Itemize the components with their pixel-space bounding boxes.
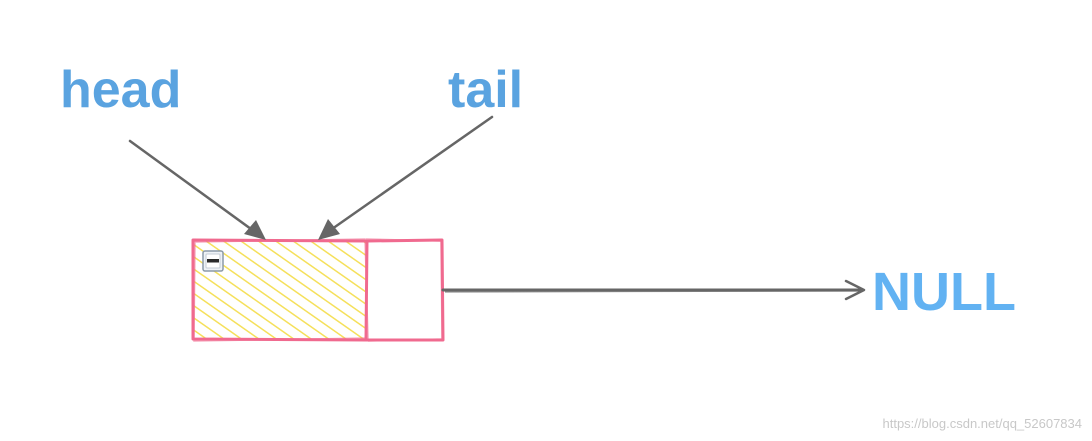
head-label: head (60, 61, 182, 119)
null-label: NULL (872, 262, 1016, 322)
watermark: https://blog.csdn.net/qq_52607834 (882, 416, 1083, 431)
node-next-cell (365, 238, 445, 342)
minus-icon[interactable] (202, 250, 224, 272)
head-arrow (128, 139, 266, 240)
tail-label: tail (448, 61, 524, 119)
next-arrow (441, 279, 866, 301)
tail-arrow (318, 115, 494, 240)
